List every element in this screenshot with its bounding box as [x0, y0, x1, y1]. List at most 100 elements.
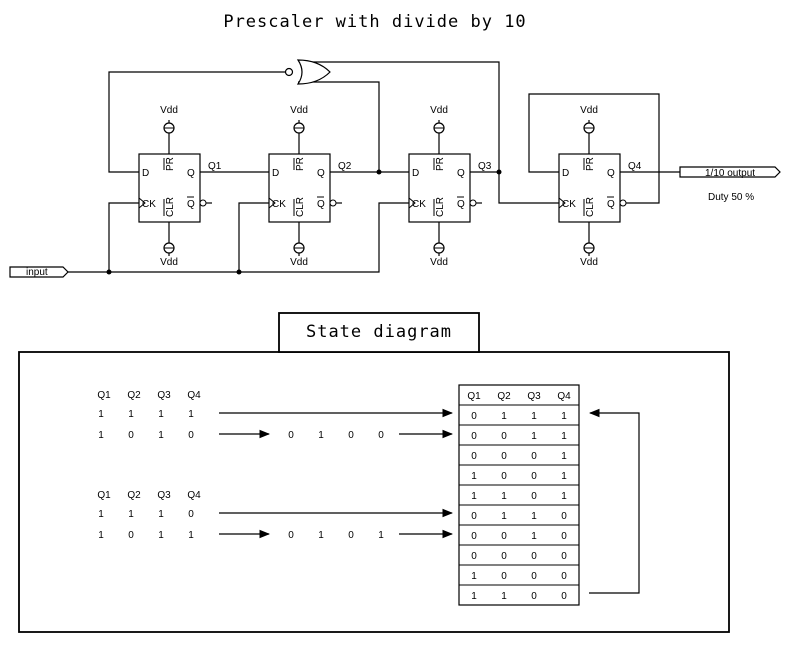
g2-row2-q2: 0: [128, 530, 134, 541]
pin-q: Q: [317, 168, 325, 179]
pin-qbar: Q: [317, 199, 325, 210]
pin-ck: CK: [562, 199, 576, 210]
table-cell: 1: [531, 531, 537, 542]
table-cell: 0: [561, 531, 567, 542]
vdd-label: Vdd: [160, 257, 178, 268]
table-cell: 0: [561, 551, 567, 562]
input-label: input: [26, 267, 48, 278]
q3-label: Q3: [478, 161, 492, 172]
clock-marker: [138, 197, 146, 209]
table-cell: 1: [531, 411, 537, 422]
g1-next-q4: 0: [378, 430, 384, 441]
table-cell: 0: [531, 571, 537, 582]
pin-ck: CK: [142, 199, 156, 210]
output-label: 1/10 output: [705, 168, 755, 179]
table-cell: 0: [531, 591, 537, 602]
pin-d: D: [142, 168, 149, 179]
pin-q: Q: [607, 168, 615, 179]
pin-qbar: Q: [457, 199, 465, 210]
g2-header-q3: Q3: [157, 490, 171, 501]
table-cell: 1: [531, 511, 537, 522]
g2-row2-q4: 1: [188, 530, 194, 541]
table-cell: 1: [561, 471, 567, 482]
g1-header-q2: Q2: [127, 390, 141, 401]
vdd-label: Vdd: [290, 257, 308, 268]
g1-header-q4: Q4: [187, 390, 201, 401]
pin-d: D: [562, 168, 569, 179]
table-cell: 0: [501, 551, 507, 562]
g2-next-q3: 0: [348, 530, 354, 541]
g1-row1-q4: 1: [188, 409, 194, 420]
pin-clr: CLR: [585, 197, 596, 217]
pin-pr: PR: [585, 157, 596, 171]
vdd-label: Vdd: [580, 105, 598, 116]
table-cell: 0: [471, 551, 477, 562]
g2-row1-q2: 1: [128, 509, 134, 520]
table-cell: 0: [471, 511, 477, 522]
q2-label: Q2: [338, 161, 352, 172]
table-cell: 0: [531, 451, 537, 462]
g1-next-q3: 0: [348, 430, 354, 441]
vdd-label: Vdd: [580, 257, 598, 268]
clock-marker: [408, 197, 416, 209]
pin-qbar: Q: [607, 199, 615, 210]
g1-row2-q1: 1: [98, 430, 104, 441]
table-cell: 0: [531, 551, 537, 562]
vdd-label: Vdd: [430, 105, 448, 116]
g2-header-q4: Q4: [187, 490, 201, 501]
vdd-label: Vdd: [290, 105, 308, 116]
g2-row1-q1: 1: [98, 509, 104, 520]
vdd-label: Vdd: [430, 257, 448, 268]
g2-row1-q4: 0: [188, 509, 194, 520]
table-cell: 1: [501, 411, 507, 422]
table-cell: 0: [561, 571, 567, 582]
table-cell: 0: [561, 591, 567, 602]
page-title: Prescaler with divide by 10: [223, 12, 526, 32]
table-cell: 1: [471, 471, 477, 482]
pin-q: Q: [187, 168, 195, 179]
qbar-bubble: [619, 199, 627, 207]
output-port: [679, 166, 781, 178]
g2-row2-q1: 1: [98, 530, 104, 541]
table-cell: 0: [531, 491, 537, 502]
table-cell: 1: [561, 431, 567, 442]
table-cell: 0: [471, 531, 477, 542]
junction-dots: [106, 169, 502, 275]
input-port: [9, 266, 69, 278]
table-header-cell: Q4: [557, 391, 571, 402]
g2-next-q1: 0: [288, 530, 294, 541]
pin-clr: CLR: [295, 197, 306, 217]
q1-label: Q1: [208, 161, 222, 172]
state-diagram-title-box: [278, 312, 480, 353]
transition-arrows: [219, 408, 640, 594]
g2-next-q2: 1: [318, 530, 324, 541]
qbar-bubble: [329, 199, 337, 207]
flip-flop-body: [408, 153, 471, 223]
clock-marker: [268, 197, 276, 209]
g2-row2-q3: 1: [158, 530, 164, 541]
g1-header-q3: Q3: [157, 390, 171, 401]
g2-header-q1: Q1: [97, 490, 111, 501]
duty-label: Duty 50 %: [708, 192, 754, 203]
table-border: [458, 384, 580, 606]
flip-flop-body: [268, 153, 331, 223]
q4-label: Q4: [628, 161, 642, 172]
table-cell: 1: [471, 571, 477, 582]
table-cell: 0: [501, 431, 507, 442]
pin-ck: CK: [412, 199, 426, 210]
table-cell: 1: [531, 431, 537, 442]
pin-clr: CLR: [435, 197, 446, 217]
vdd-label: Vdd: [160, 105, 178, 116]
g2-next-q4: 1: [378, 530, 384, 541]
table-cell: 0: [561, 511, 567, 522]
flip-flop-body: [138, 153, 201, 223]
g1-next-q1: 0: [288, 430, 294, 441]
table-cell: 1: [561, 451, 567, 462]
pin-clr: CLR: [165, 197, 176, 217]
table-cell: 1: [561, 411, 567, 422]
g2-header-q2: Q2: [127, 490, 141, 501]
